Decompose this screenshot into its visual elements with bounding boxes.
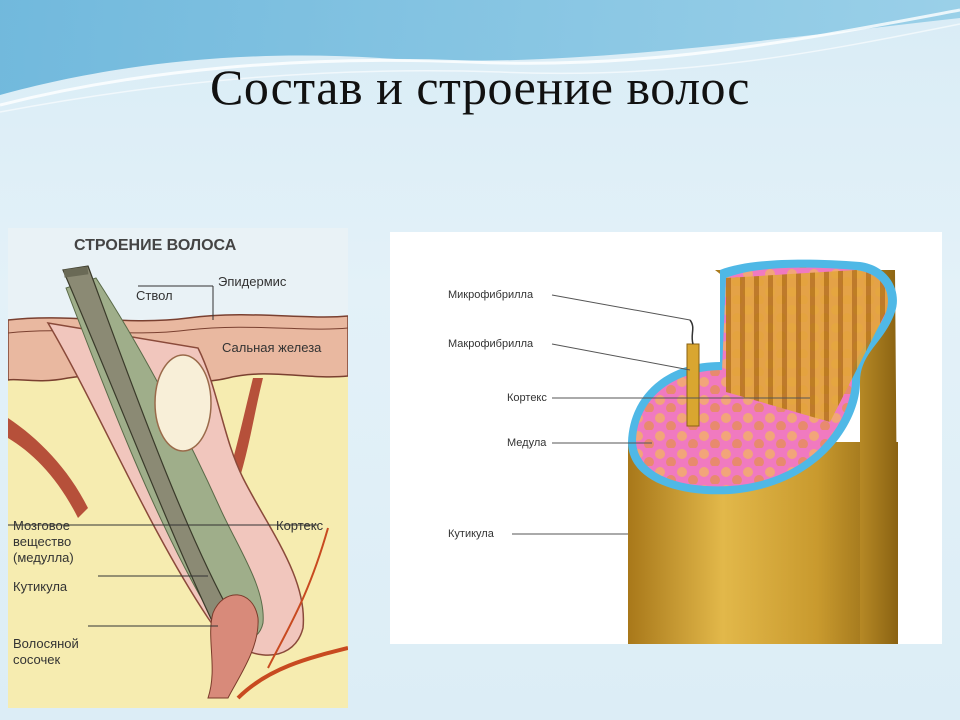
label-cuticle-right: Кутикула — [448, 528, 495, 540]
wave-decoration — [0, 0, 960, 113]
label-cortex-right: Кортекс — [507, 392, 547, 404]
label-cuticle-left: Кутикула — [13, 579, 68, 594]
label-medulla-1: Мозговое — [13, 518, 70, 533]
label-sebaceous-gland: Сальная железа — [222, 340, 322, 355]
left-heading: СТРОЕНИЕ ВОЛОСА — [74, 237, 237, 254]
label-medulla-3: (медулла) — [13, 550, 74, 565]
label-shaft: Ствол — [136, 288, 173, 303]
hair-shaft-illustration: Микрофибрилла Макрофибрилла Кортекс Меду… — [448, 259, 898, 644]
hair-follicle-illustration: СТРОЕНИЕ ВОЛОСА Ствол Эпидермис Сальная … — [7, 237, 349, 708]
label-papilla-1: Волосяной — [13, 636, 79, 651]
label-macrofibril: Макрофибрилла — [448, 338, 534, 350]
slide-title: Состав и строение волос — [210, 59, 750, 115]
label-cortex-left: Кортекс — [276, 518, 324, 533]
hair-structure-diagram: СТРОЕНИЕ ВОЛОСА Ствол Эпидермис Сальная … — [7, 228, 349, 708]
label-papilla-2: сосочек — [13, 652, 60, 667]
label-medulla-2: вещество — [13, 534, 71, 549]
label-medulla-right: Медула — [507, 437, 547, 449]
hair-cross-section-diagram: Микрофибрилла Макрофибрилла Кортекс Меду… — [390, 232, 942, 644]
label-epidermis: Эпидермис — [218, 274, 287, 289]
label-microfibril: Микрофибрилла — [448, 289, 534, 301]
